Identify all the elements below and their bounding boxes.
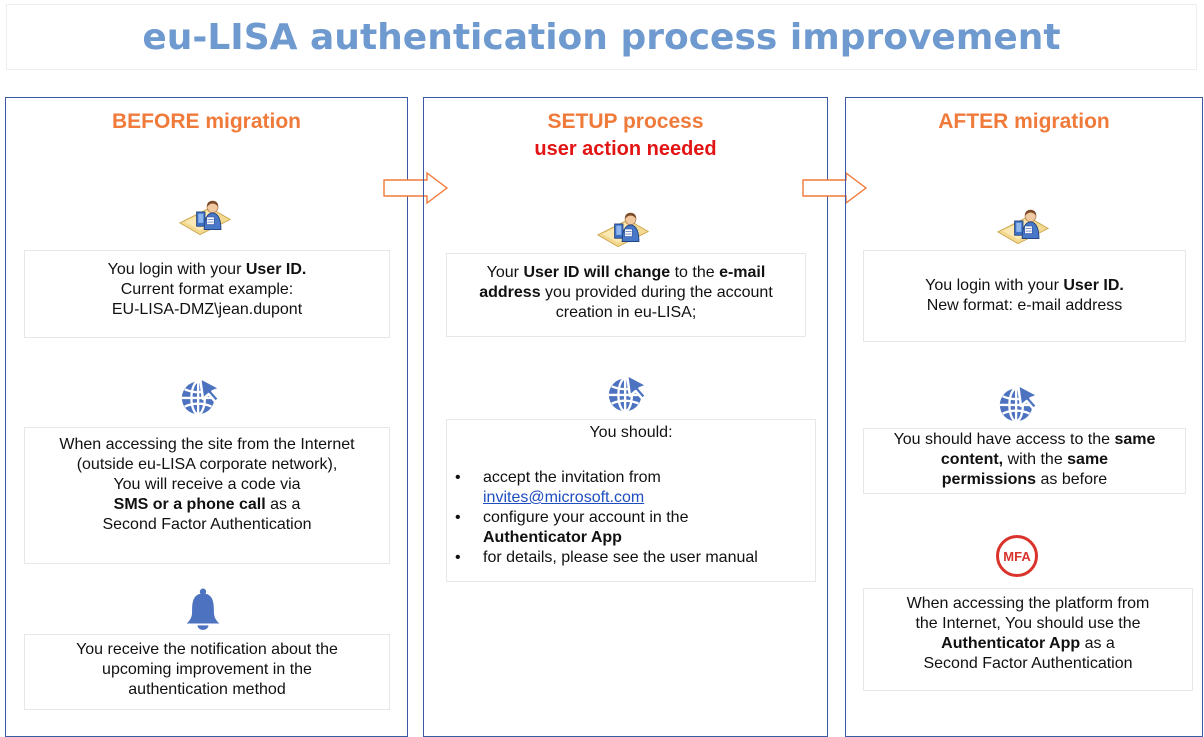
- before-login-format: Current format example:: [120, 281, 294, 298]
- user-at-computer-icon: [178, 196, 232, 238]
- after-platform-line4: Second Factor Authentication: [923, 655, 1133, 672]
- page-title: eu-LISA authentication process improveme…: [142, 16, 1061, 58]
- after-platform-app: Authenticator App: [941, 635, 1081, 652]
- setup-bullet-3-text: for details, please see the user manual: [483, 549, 758, 566]
- before-internet-sms: SMS or a phone call: [113, 496, 266, 513]
- setup-actions-box: You should: accept the invitation from i…: [446, 419, 816, 582]
- before-internet-line2: (outside eu-LISA corporate network),: [76, 456, 338, 473]
- before-internet-line4: as a: [265, 496, 301, 513]
- user-at-computer-icon: [996, 205, 1050, 247]
- setup-bullet-2: configure your account in the Authentica…: [447, 508, 758, 548]
- globe-with-cursor-icon: [996, 381, 1042, 427]
- after-login-userid: User ID.: [1063, 277, 1124, 294]
- before-notification-box: You receive the notification about the u…: [24, 634, 390, 710]
- setup-userid-change: User ID will change: [523, 264, 671, 281]
- before-internet-line5: Second Factor Authentication: [102, 516, 312, 533]
- bell-icon: [183, 586, 223, 632]
- after-platform-line3: as a: [1080, 635, 1115, 652]
- setup-userid-address: address: [479, 284, 541, 301]
- user-at-computer-icon: [596, 208, 650, 250]
- setup-you-should: You should:: [589, 424, 673, 441]
- setup-heading: SETUP process: [547, 110, 704, 133]
- after-login-format: New format: e-mail address: [926, 297, 1123, 314]
- setup-userid-p1: Your: [486, 264, 524, 281]
- globe-with-cursor-icon: [605, 371, 651, 417]
- before-notification-line2: upcoming improvement in the: [102, 661, 312, 678]
- before-login-example: EU-LISA-DMZ\jean.dupont: [111, 301, 303, 318]
- after-platform-line2: the Internet, You should use the: [915, 615, 1141, 632]
- before-login-box: You login with your User ID. Current for…: [24, 250, 390, 338]
- setup-bullet-2-app: Authenticator App: [483, 529, 622, 546]
- after-access-p1: You should have access to the: [893, 431, 1115, 448]
- after-access-p2: with the: [1003, 451, 1068, 468]
- after-access-p3: as before: [1036, 471, 1108, 488]
- mfa-badge-text: MFA: [1003, 548, 1031, 564]
- setup-bullet-list: accept the invitation from invites@micro…: [447, 468, 758, 568]
- globe-with-cursor-icon: [178, 374, 224, 420]
- after-platform-box: When accessing the platform from the Int…: [863, 588, 1193, 691]
- after-access-permissions: permissions: [941, 471, 1037, 488]
- before-login-prefix: You login with your: [107, 261, 246, 278]
- before-notification-line1: You receive the notification about the: [76, 641, 338, 658]
- after-migration-column: AFTER migration You login with your User…: [845, 97, 1203, 737]
- before-internet-line3: You will receive a code via: [113, 476, 301, 493]
- after-login-box: You login with your User ID. New format:…: [863, 250, 1186, 342]
- setup-userid-email: e-mail: [719, 264, 766, 281]
- setup-userid-p3: you provided during the account: [540, 284, 773, 301]
- before-internet-line1: When accessing the site from the Interne…: [59, 436, 355, 453]
- invitation-email-link[interactable]: invites@microsoft.com: [483, 489, 645, 506]
- setup-userid-box: Your User ID will change to the e-mail a…: [446, 253, 806, 337]
- setup-userid-line3: creation in eu-LISA;: [555, 304, 697, 321]
- setup-bullet-3: for details, please see the user manual: [447, 548, 758, 568]
- after-login-prefix: You login with your: [925, 277, 1064, 294]
- before-migration-column: BEFORE migration You login with your Use…: [5, 97, 408, 737]
- setup-bullet-2-text: configure your account in the: [483, 509, 689, 526]
- after-platform-line1: When accessing the platform from: [906, 595, 1150, 612]
- before-login-userid: User ID.: [245, 261, 307, 278]
- after-access-content: content,: [940, 451, 1004, 468]
- setup-bullet-1-text: accept the invitation from: [483, 469, 661, 486]
- before-internet-box: When accessing the site from the Interne…: [24, 427, 390, 564]
- title-banner: eu-LISA authentication process improveme…: [6, 4, 1197, 70]
- setup-subheading: user action needed: [534, 138, 717, 160]
- after-heading: AFTER migration: [938, 110, 1110, 133]
- mfa-badge-icon: MFA: [996, 535, 1038, 577]
- after-access-same-2: same: [1067, 451, 1109, 468]
- setup-userid-p2: to the: [670, 264, 720, 281]
- after-access-same-1: same: [1114, 431, 1156, 448]
- setup-bullet-1: accept the invitation from invites@micro…: [447, 468, 758, 508]
- before-notification-line3: authentication method: [128, 681, 286, 698]
- before-heading: BEFORE migration: [111, 110, 301, 133]
- after-access-box: You should have access to the same conte…: [863, 428, 1186, 494]
- setup-process-column: SETUP process user action needed Your Us…: [423, 97, 828, 737]
